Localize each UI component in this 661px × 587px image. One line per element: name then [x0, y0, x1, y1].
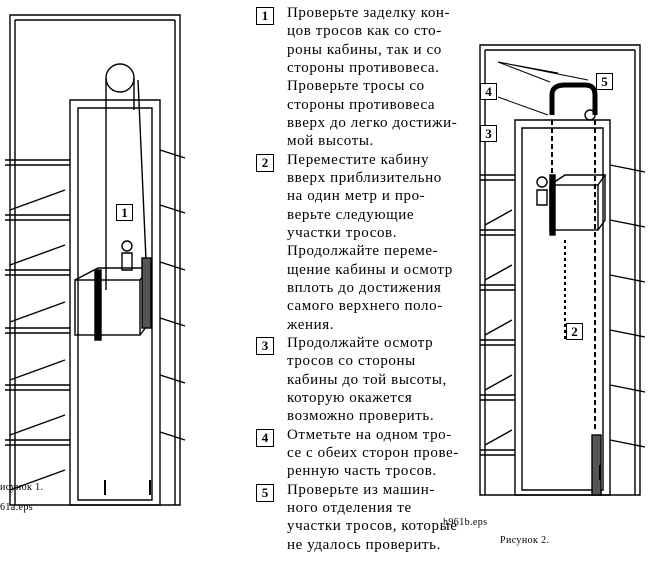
figure-2-filename: h961b.eps	[443, 517, 488, 528]
step-text-line: верьте следующие	[287, 207, 415, 223]
step-3-number: 3	[256, 337, 274, 355]
step-text-line: самого верхнего поло-	[287, 298, 443, 314]
step-text-line: Продолжайте переме-	[287, 243, 439, 259]
step-text-line: Отметьте на одном тро-	[287, 427, 452, 443]
figure-2-callout-4: 4	[480, 83, 497, 100]
figure-1-filename: 61a.eps	[0, 502, 34, 513]
figure-2-callout-2: 2	[566, 323, 583, 340]
step-text-line: щение кабины и осмотр	[287, 262, 453, 278]
step-text-line: вплоть до достижения	[287, 280, 442, 296]
step-text-line: цов тросов как со сто-	[287, 23, 442, 39]
step-text-line: вверх до легко достижи-	[287, 115, 458, 131]
step-text-line: стороны противовеса.	[287, 60, 440, 76]
step-text-line: которую окажется	[287, 390, 413, 406]
figure-1-elevator-shaft-drawing	[5, 14, 186, 506]
figure-2-caption: Рисунок 2.	[500, 535, 550, 546]
figure-2-elevator-shaft-drawing	[479, 44, 646, 496]
step-1-number: 1	[256, 7, 274, 25]
figure-2-callout-5: 5	[596, 73, 613, 90]
step-text-line: участки тросов.	[287, 225, 398, 241]
step-text-line: тросов со стороны	[287, 353, 416, 369]
figure-1-callout: 1	[116, 204, 133, 221]
step-text-line: ного отделения те	[287, 500, 412, 516]
step-text-line: Проверьте заделку кон-	[287, 5, 451, 21]
step-text-line: роны кабины, так и со	[287, 42, 442, 58]
step-text-line: Проверьте из машин-	[287, 482, 435, 498]
step-text-line: стороны противовеса	[287, 97, 436, 113]
step-text-line: ренную часть тросов.	[287, 463, 437, 479]
step-text-line: возможно проверить.	[287, 408, 435, 424]
step-4-number: 4	[256, 429, 274, 447]
figure-2-callout-3: 3	[480, 125, 497, 142]
step-text-line: жения.	[287, 317, 335, 333]
figure-1-caption: исунок 1.	[0, 482, 44, 493]
step-2-number: 2	[256, 154, 274, 172]
step-text-line: не удалось проверить.	[287, 537, 441, 553]
step-text-line: участки тросов, которые	[287, 518, 458, 534]
step-text-line: Проверьте тросы со	[287, 78, 425, 94]
step-text-line: Переместите кабину	[287, 152, 430, 168]
step-text-line: вверх приблизительно	[287, 170, 442, 186]
step-text-line: Продолжайте осмотр	[287, 335, 434, 351]
step-5-number: 5	[256, 484, 274, 502]
step-text-line: се с обеих сторон прове-	[287, 445, 459, 461]
step-text-line: на один метр и про-	[287, 188, 426, 204]
step-text-line: мой высоты.	[287, 133, 374, 149]
step-text-line: кабины до той высоты,	[287, 372, 447, 388]
